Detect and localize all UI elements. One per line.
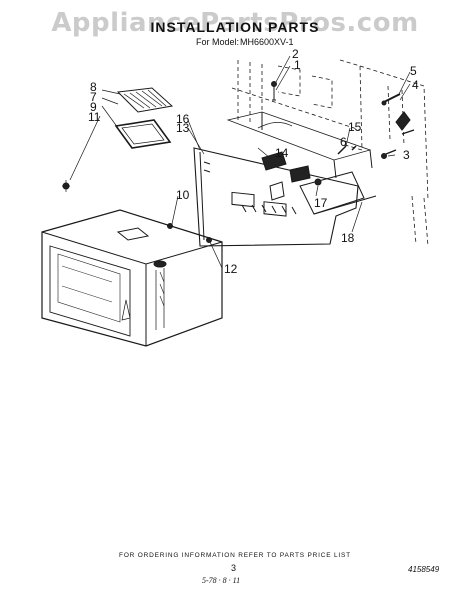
callout-3: 3 [403, 148, 410, 162]
part-code: 4158549 [408, 565, 440, 574]
wall-cabinet-outline [231, 59, 429, 247]
page-number: 3 [231, 563, 237, 573]
callout-10: 10 [176, 188, 190, 202]
cabinet-bottom-bracket [226, 111, 373, 179]
callout-18: 18 [341, 231, 355, 245]
leader-lines [69, 55, 411, 269]
callout-9: 9 [90, 100, 97, 114]
microwave-oven [41, 209, 223, 347]
callout-1: 1 [294, 58, 301, 72]
callout-6: 6 [340, 135, 347, 149]
page-title: INSTALLATION PARTS [150, 19, 320, 35]
watermark: AppliancePartsPros.com [51, 8, 419, 38]
model-label: For Model: [196, 37, 240, 47]
model-number: MH6600XV-1 [240, 37, 294, 47]
callout-12: 12 [224, 262, 238, 276]
filter-frame-part-9 [114, 119, 172, 149]
callout-11: 11 [88, 110, 101, 124]
mounting-plate-part-18 [299, 171, 377, 215]
callout-2: 2 [292, 47, 299, 61]
callout-15: 15 [348, 120, 362, 134]
callout-16: 16 [176, 112, 190, 126]
template-panel-part-16 [193, 147, 359, 247]
callout-17: 17 [314, 196, 328, 210]
callout-14: 14 [275, 146, 289, 160]
handwritten-note: 5-78 · 8 · 11 [202, 576, 241, 585]
ordering-note: FOR ORDERING INFORMATION REFER TO PARTS … [119, 552, 351, 559]
callout-8: 8 [90, 80, 97, 94]
callout-13: 13 [176, 121, 190, 135]
callout-7: 7 [90, 90, 97, 104]
callout-4: 4 [412, 78, 419, 92]
filter-grille-part-8 [116, 87, 174, 113]
callout-5: 5 [410, 64, 417, 78]
